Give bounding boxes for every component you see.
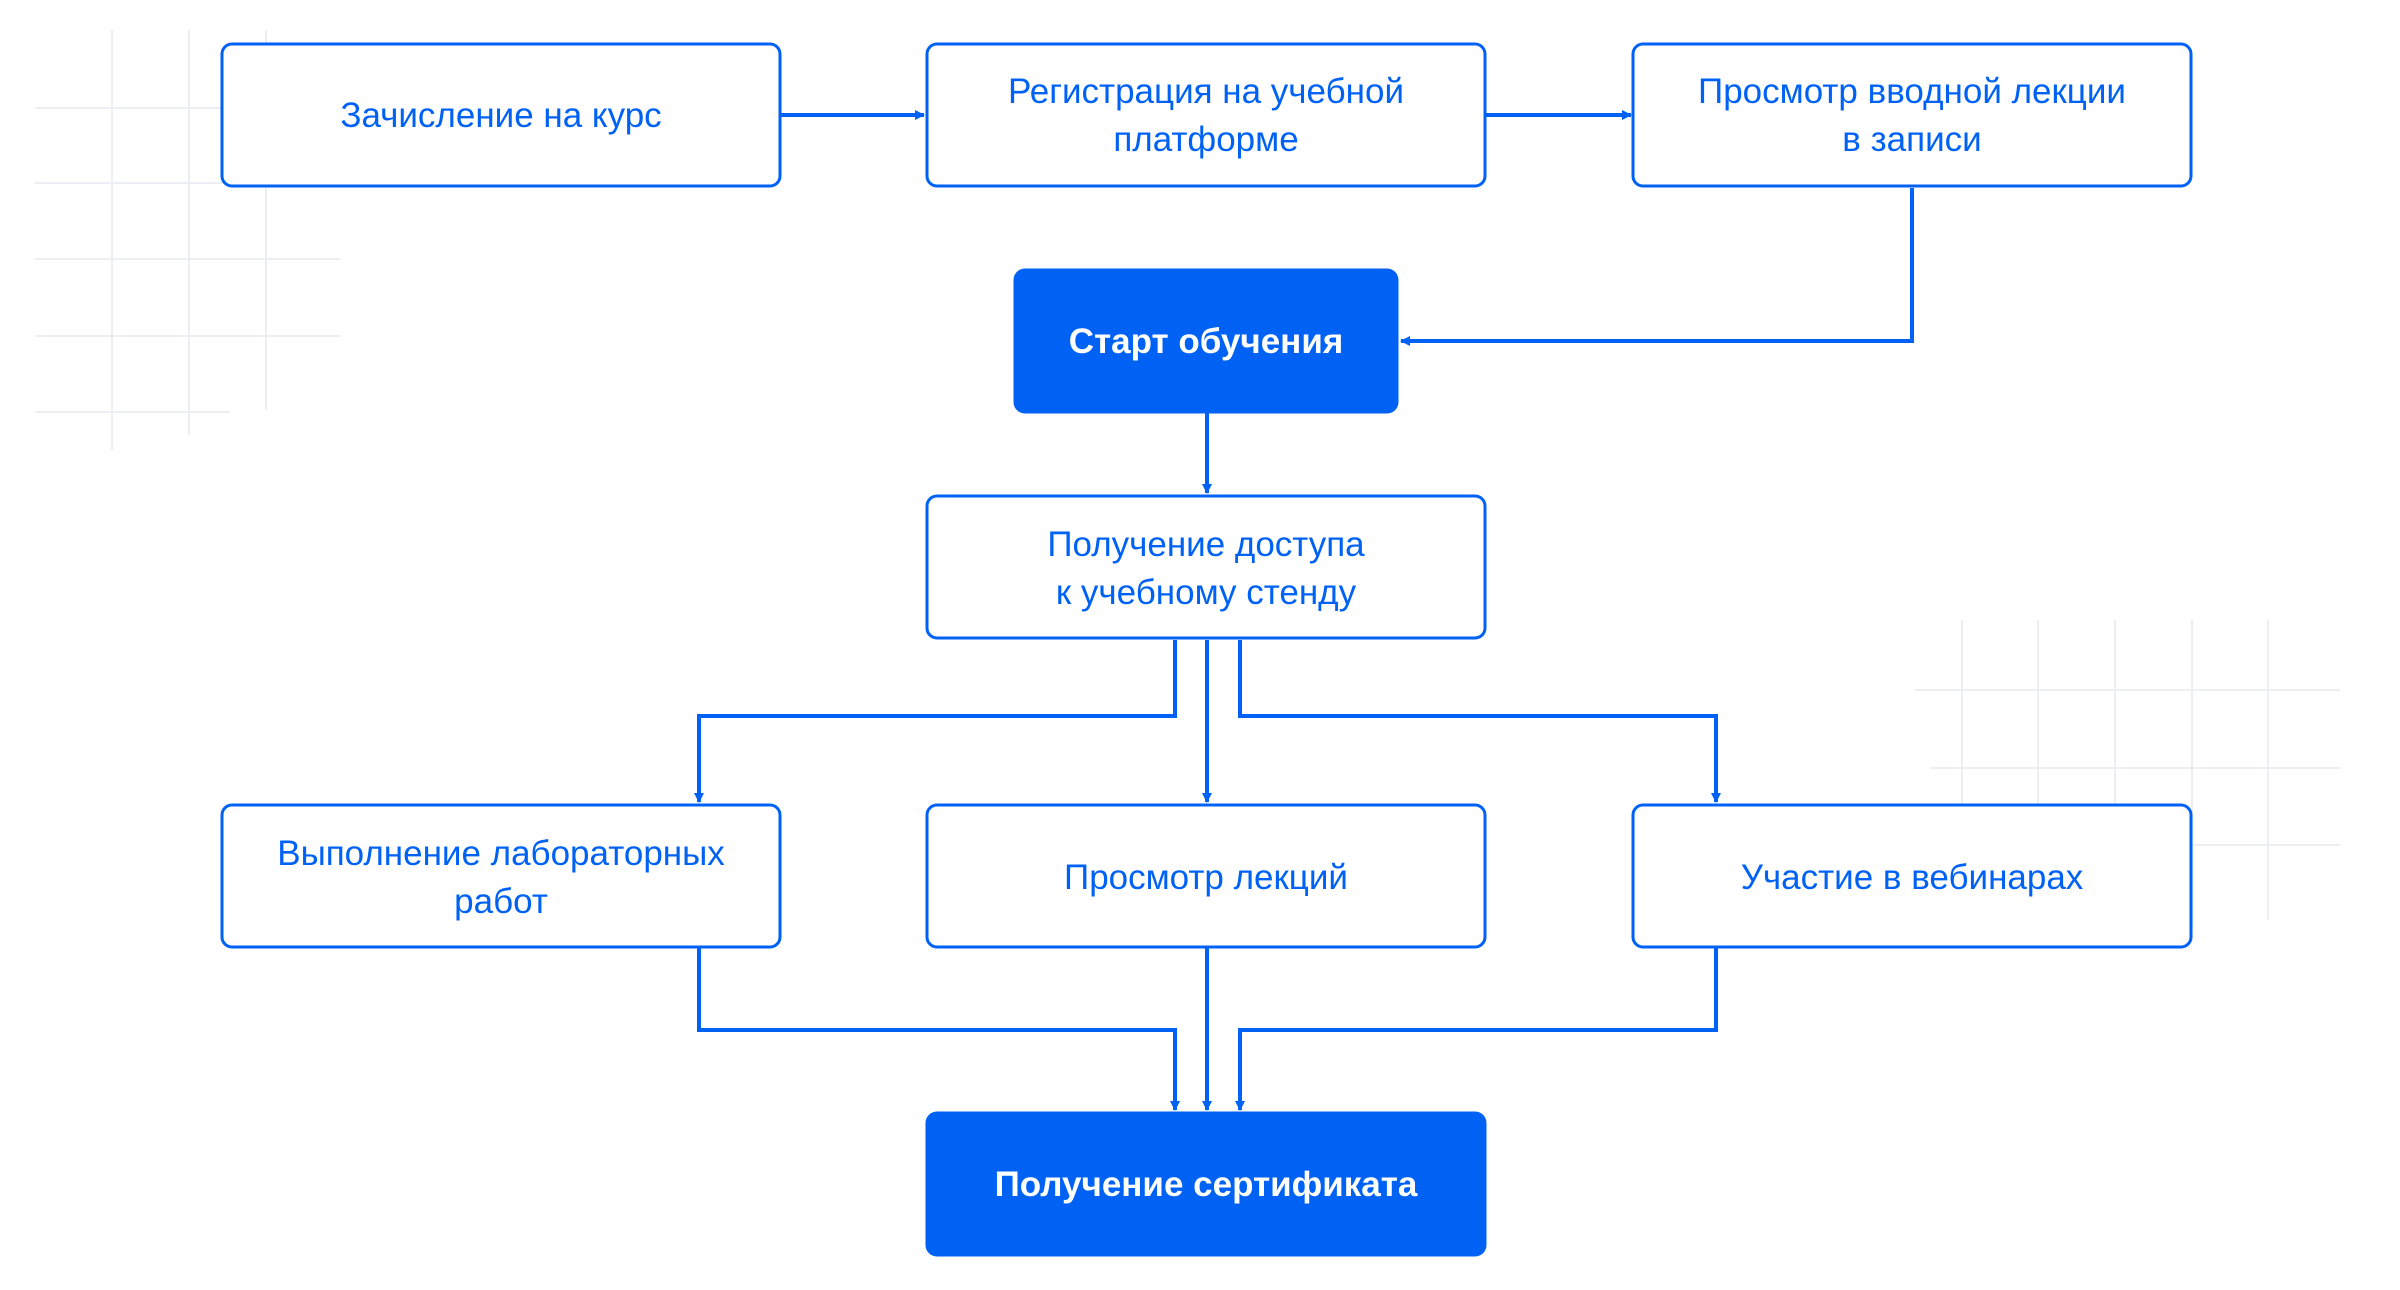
node-labs: Выполнение лабораторных работ xyxy=(220,803,782,949)
node-label: Старт обучения xyxy=(1069,322,1344,361)
connectors xyxy=(694,110,1914,1111)
background-grid-top-left xyxy=(35,30,340,450)
node-webinars: Участие в вебинарах xyxy=(1631,803,2193,949)
node-label-line-2: к учебному стенду xyxy=(1056,573,1357,612)
node-label-line-2: платформе xyxy=(1113,120,1298,159)
node-registration: Регистрация на учебной платформе xyxy=(925,42,1487,188)
node-label: Зачисление на курс xyxy=(340,96,661,135)
edge-labs-certificate xyxy=(697,948,1180,1111)
node-start: Старт обучения xyxy=(1013,268,1399,414)
node-stand-access: Получение доступа к учебному стенду xyxy=(925,494,1487,640)
node-label-line-1: Просмотр вводной лекции xyxy=(1698,72,2126,111)
node-label-line-1: Получение доступа xyxy=(1047,525,1365,564)
node-enrollment: Зачисление на курс xyxy=(220,42,782,188)
edge-intro-lecture-start xyxy=(1400,188,1914,346)
node-lectures: Просмотр лекций xyxy=(925,803,1487,949)
edge-webinars-certificate xyxy=(1235,948,1718,1111)
node-label-line-2: работ xyxy=(454,882,548,921)
edge-stand-access-webinars xyxy=(1238,640,1721,803)
node-label: Просмотр лекций xyxy=(1064,858,1348,897)
edge-stand-access-labs xyxy=(694,640,1177,803)
node-label-line-1: Регистрация на учебной xyxy=(1008,72,1404,111)
node-intro-lecture: Просмотр вводной лекции в записи xyxy=(1631,42,2193,188)
node-label: Получение сертификата xyxy=(995,1165,1418,1204)
node-label-line-2: в записи xyxy=(1842,120,1981,159)
node-label: Участие в вебинарах xyxy=(1741,858,2084,897)
node-label-line-1: Выполнение лабораторных xyxy=(277,834,725,873)
node-certificate: Получение сертификата xyxy=(925,1111,1487,1257)
